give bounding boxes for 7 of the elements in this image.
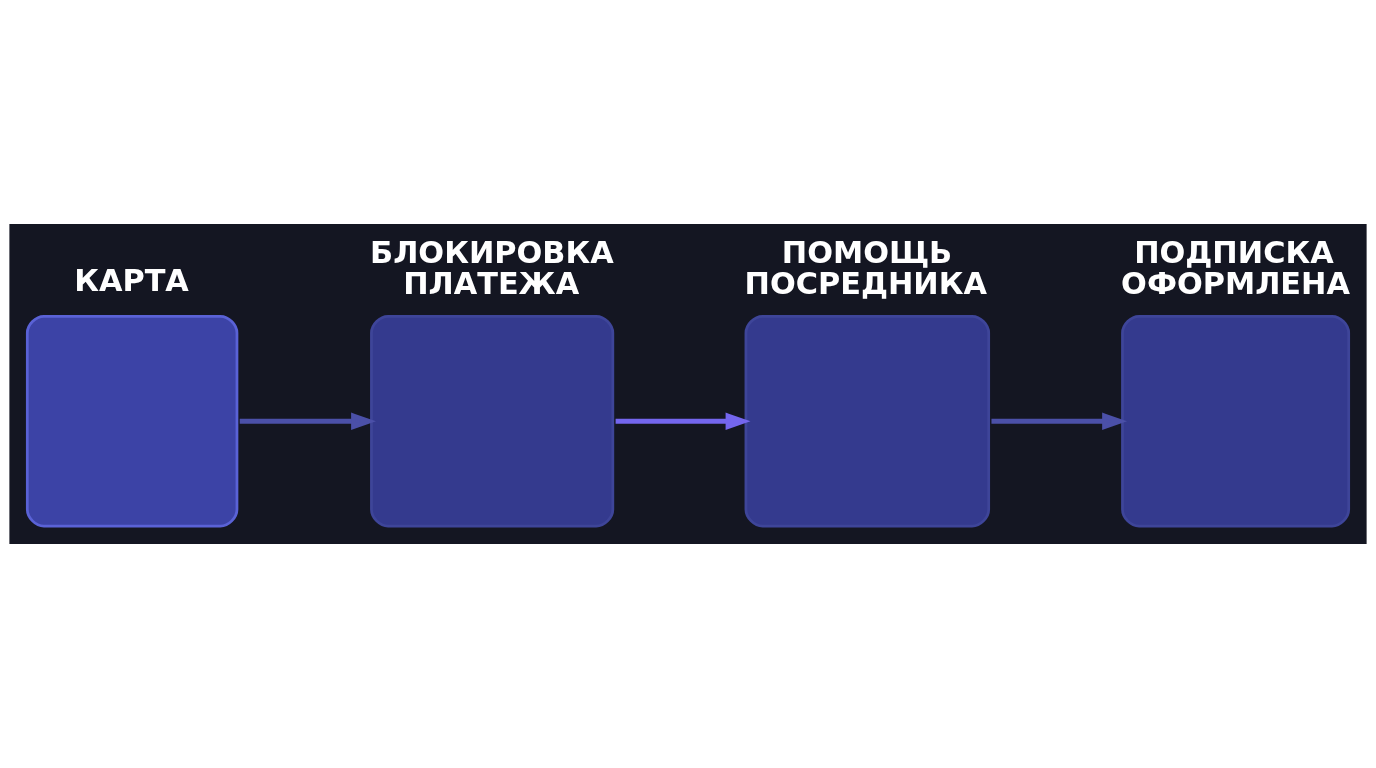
arrow (239, 412, 376, 430)
arrow (615, 412, 751, 430)
node-label: БЛОКИРОВКА ПЛАТЕЖА (370, 235, 614, 301)
node-label: ПОДПИСКА ОФОРМЛЕНА (1121, 235, 1350, 301)
node-label: ПОМОЩЬ ПОСРЕДНИКА (744, 235, 987, 301)
node-label: КАРТА (74, 263, 189, 299)
arrow (991, 412, 1128, 430)
